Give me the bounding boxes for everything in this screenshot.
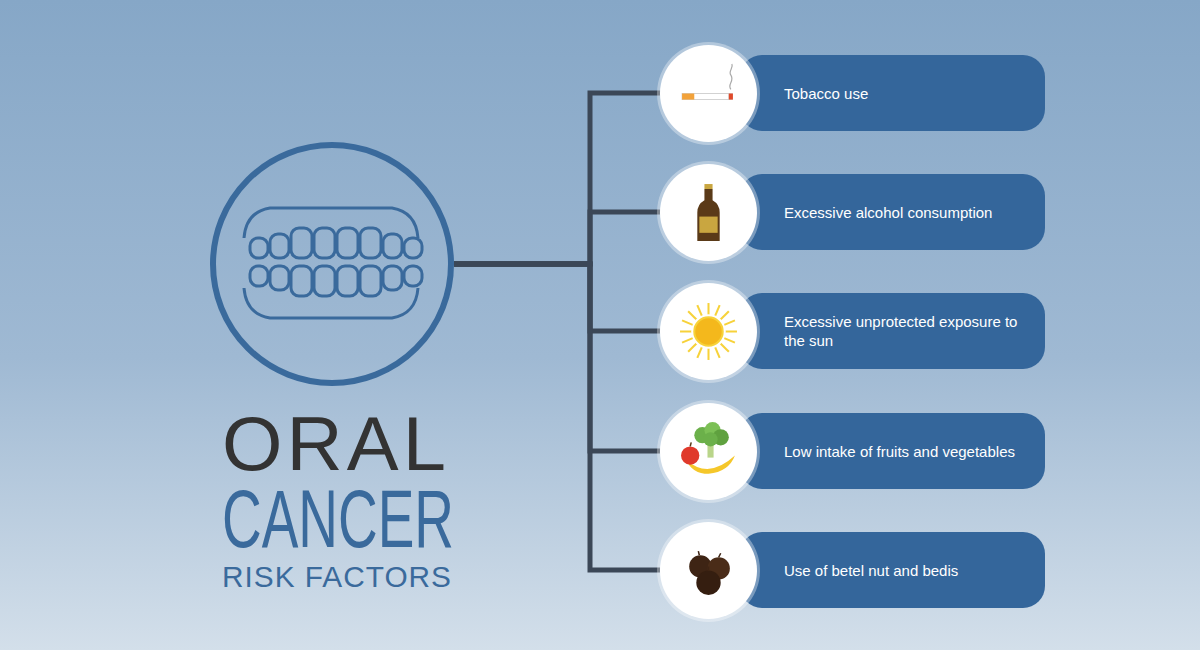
risk-icon: [678, 182, 739, 243]
lower-gum: [244, 288, 418, 318]
risk-icon: [678, 540, 739, 601]
tree-connector: [454, 93, 660, 264]
tooth: [291, 266, 312, 296]
risk-factor-box: Excessive unprotected exposure to the su…: [660, 293, 1045, 369]
tooth: [383, 266, 402, 290]
risk-factor-box: Tobacco use: [660, 55, 1045, 131]
icon-circle: [660, 522, 757, 619]
risk-icon: [678, 63, 739, 124]
tooth: [291, 228, 312, 258]
tooth: [337, 266, 358, 296]
icon-circle: [660, 283, 757, 380]
risk-factor-label: Use of betel nut and bedis: [784, 561, 1036, 580]
risk-icon: [678, 301, 739, 362]
tooth: [337, 228, 358, 258]
tooth: [404, 266, 422, 286]
tooth: [383, 234, 402, 258]
risk-factor-label: Excessive unprotected exposure to the su…: [784, 312, 1036, 350]
tooth: [250, 266, 268, 286]
icon-circle: [660, 45, 757, 142]
risk-factor-bar: [740, 293, 1045, 369]
tooth: [360, 228, 381, 258]
hub-circle: ORALCANCERRISK FACTORS: [210, 142, 454, 386]
title-subtitle: RISK FACTORS: [222, 562, 452, 592]
tooth: [314, 228, 335, 258]
icon-circle: [660, 164, 757, 261]
tooth: [404, 238, 422, 258]
tree-connector: [454, 264, 660, 451]
risk-factor-box: Use of betel nut and bedis: [660, 532, 1045, 608]
title-word: CANCER: [222, 478, 454, 560]
tree-connector: [454, 264, 660, 331]
risk-factor-label: Excessive alcohol consumption: [784, 203, 1036, 222]
tooth: [360, 266, 381, 296]
tooth: [250, 238, 268, 258]
tooth: [270, 266, 289, 290]
risk-factor-label: Tobacco use: [784, 84, 1036, 103]
risk-factor-box: Excessive alcohol consumption: [660, 174, 1045, 250]
icon-circle: [660, 403, 757, 500]
tooth: [314, 266, 335, 296]
risk-factor-box: Low intake of fruits and vegetables: [660, 413, 1045, 489]
risk-factor-label: Low intake of fruits and vegetables: [784, 442, 1036, 461]
tree-connector: [454, 264, 660, 570]
tooth: [270, 234, 289, 258]
tree-connector: [454, 212, 660, 264]
title-word: ORAL: [222, 406, 450, 482]
risk-icon: [678, 421, 739, 482]
